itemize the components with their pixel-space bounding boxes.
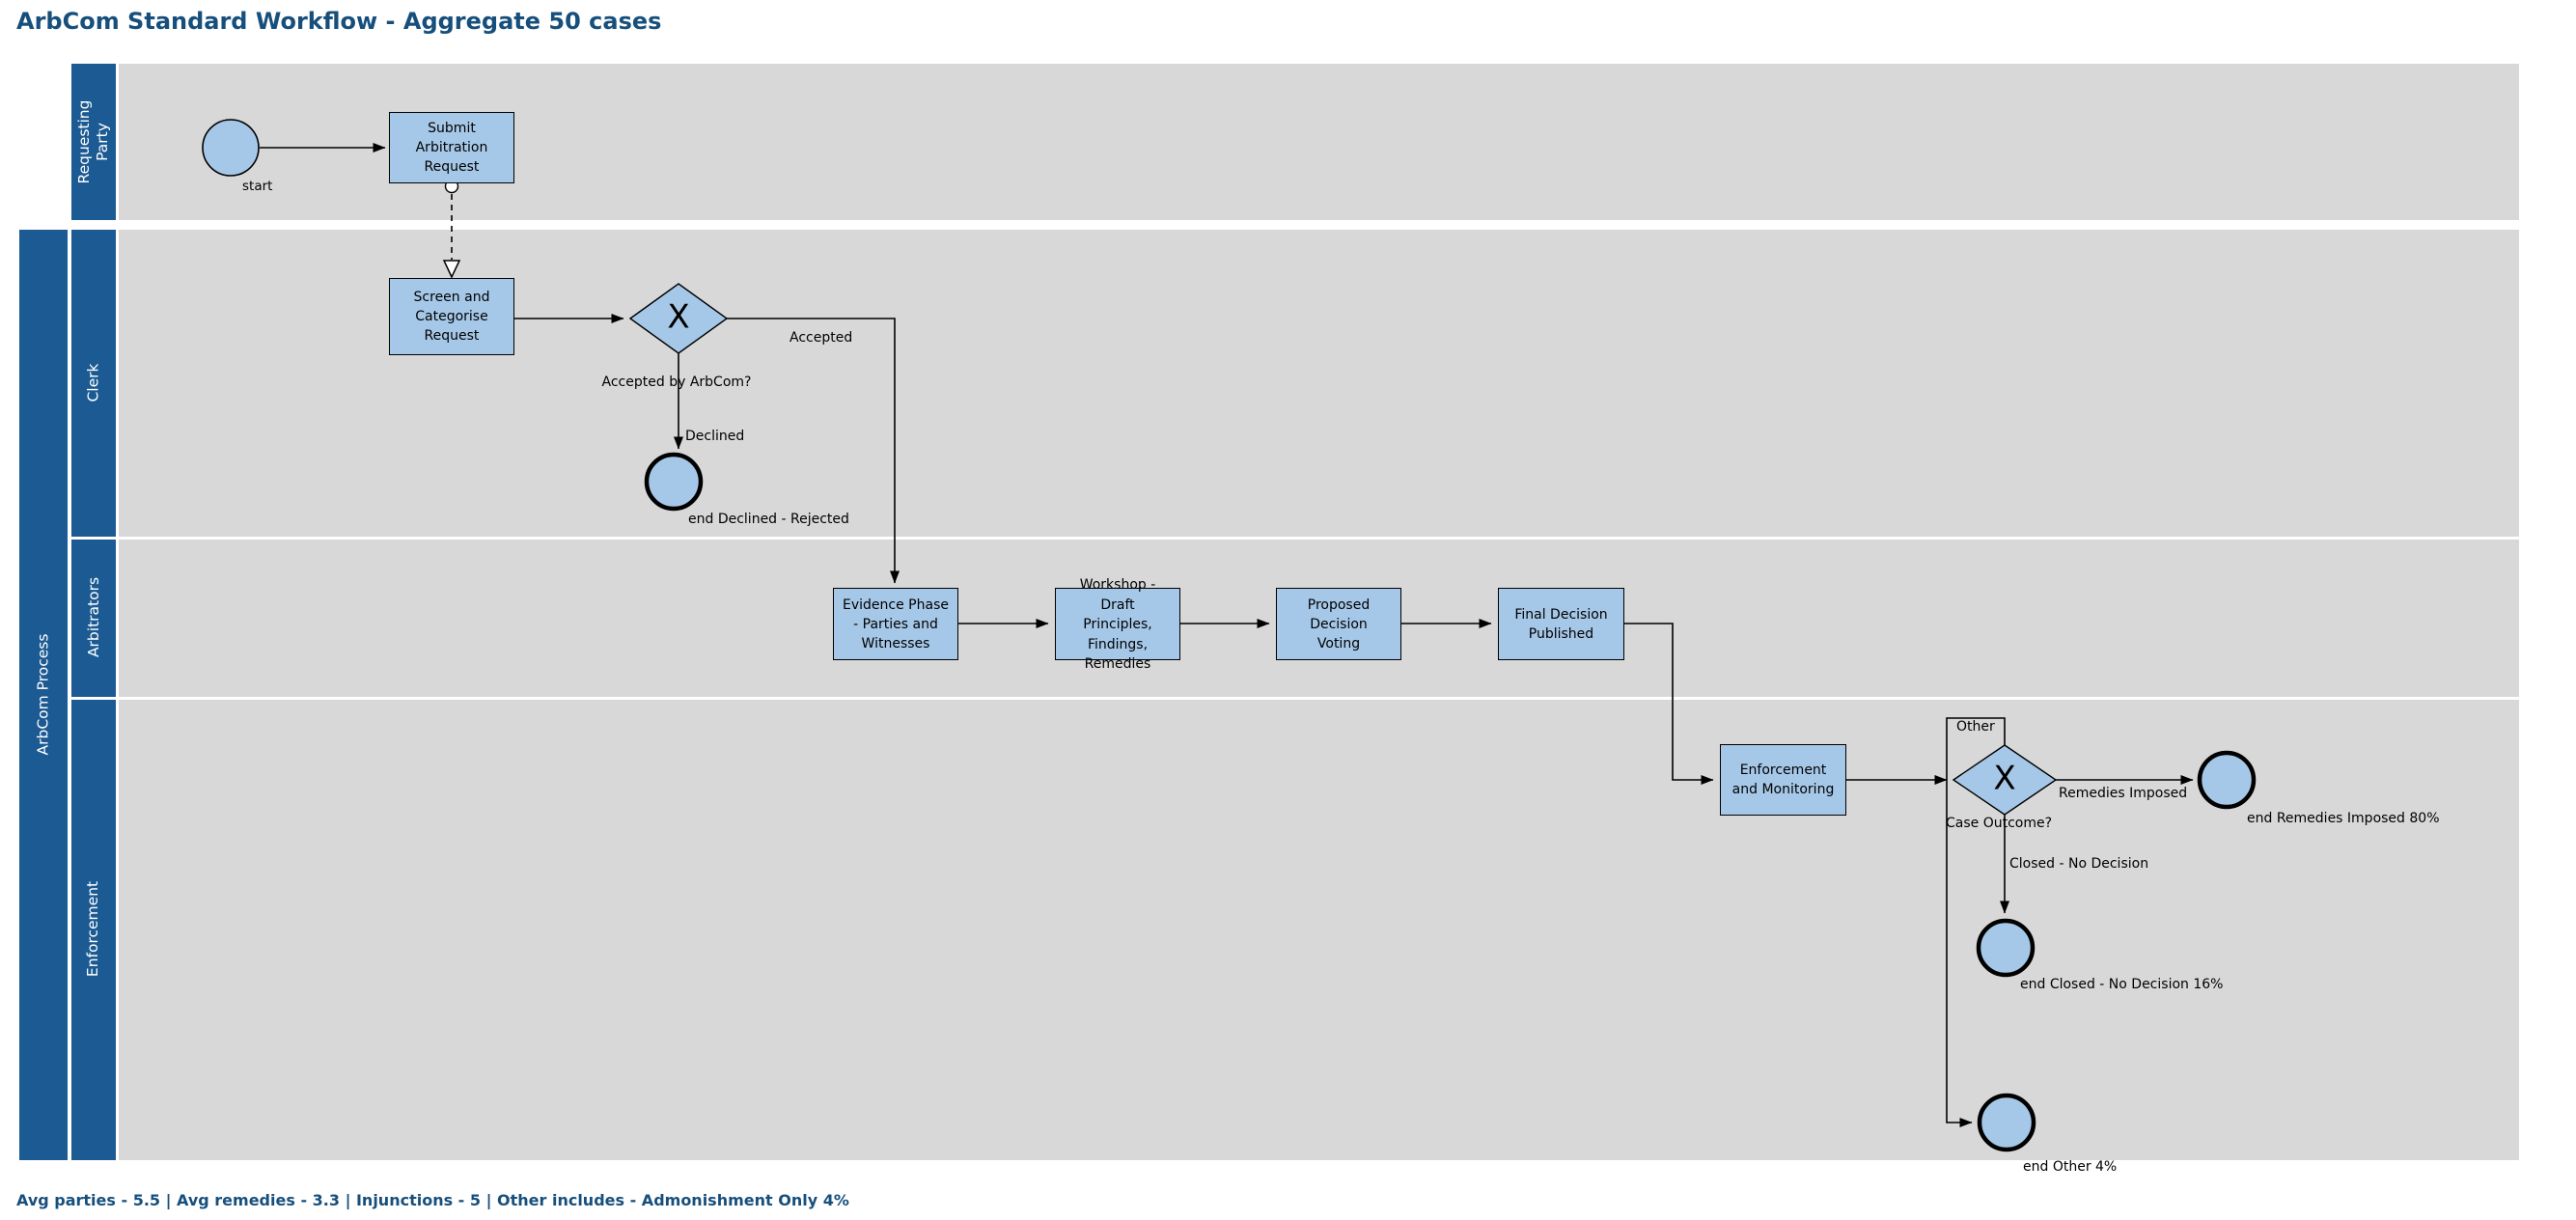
- edge-label-accepted: Accepted: [789, 330, 853, 346]
- task-screen-and-categorise-request: Screen and Categorise Request: [389, 278, 514, 355]
- page-title: ArbCom Standard Workflow - Aggregate 50 …: [16, 8, 662, 35]
- lane-band-clerk: [71, 230, 116, 537]
- task-enforcement-and-monitoring: Enforcement and Monitoring: [1720, 744, 1846, 816]
- lane-clerk: [119, 230, 2519, 537]
- task-submit-arbitration-request: Submit Arbitration Request: [389, 112, 514, 183]
- lane-band-arbcom-process: [19, 230, 68, 1160]
- edge-label-other: Other: [1956, 719, 1995, 735]
- lane-label-clerk: Clerk: [84, 363, 102, 402]
- gateway-outcome-x-icon: X: [1993, 759, 2016, 798]
- lane-label-arbitrators: Arbitrators: [85, 576, 102, 658]
- lane-label-arbcom-process: ArbCom Process: [34, 633, 52, 756]
- task-proposed-decision-voting: Proposed Decision Voting: [1276, 588, 1401, 660]
- gateway-accepted-x-icon: X: [667, 297, 690, 337]
- lane-band-requesting-party: [71, 64, 116, 220]
- end-event-closed-label: end Closed - No Decision 16%: [2020, 977, 2224, 992]
- task-workshop: [1055, 588, 1180, 660]
- summary-stats: Avg parties - 5.5 | Avg remedies - 3.3 |…: [16, 1191, 849, 1209]
- end-event-declined-label: end Declined - Rejected: [688, 512, 849, 527]
- task-workshop-label: Workshop - Draft Principles, Findings, R…: [1079, 577, 1156, 672]
- end-event-other-label: end Other 4%: [2023, 1159, 2118, 1175]
- lane-band-enforcement: [71, 700, 116, 1160]
- edge-label-closed-no-decision: Closed - No Decision: [2009, 856, 2149, 872]
- edge-label-remedies-imposed: Remedies Imposed: [2059, 786, 2188, 801]
- lane-enforcement: [119, 700, 2519, 1160]
- end-event-remedies-label: end Remedies Imposed 80%: [2247, 811, 2440, 826]
- lane-label-requesting-party: Requesting Party: [75, 99, 111, 184]
- task-final-decision-published: Final Decision Published: [1498, 588, 1624, 660]
- edge-label-declined: Declined: [685, 429, 745, 444]
- lane-band-arbitrators: [71, 540, 116, 697]
- start-event-label: start: [242, 179, 273, 194]
- gateway-accepted-question: Accepted by ArbCom?: [601, 374, 752, 390]
- task-evidence-phase: Evidence Phase - Parties and Witnesses: [833, 588, 958, 660]
- gateway-outcome-question: Case Outcome?: [1946, 816, 2053, 831]
- lane-requesting-party: [119, 64, 2519, 220]
- lane-label-enforcement: Enforcement: [84, 880, 101, 978]
